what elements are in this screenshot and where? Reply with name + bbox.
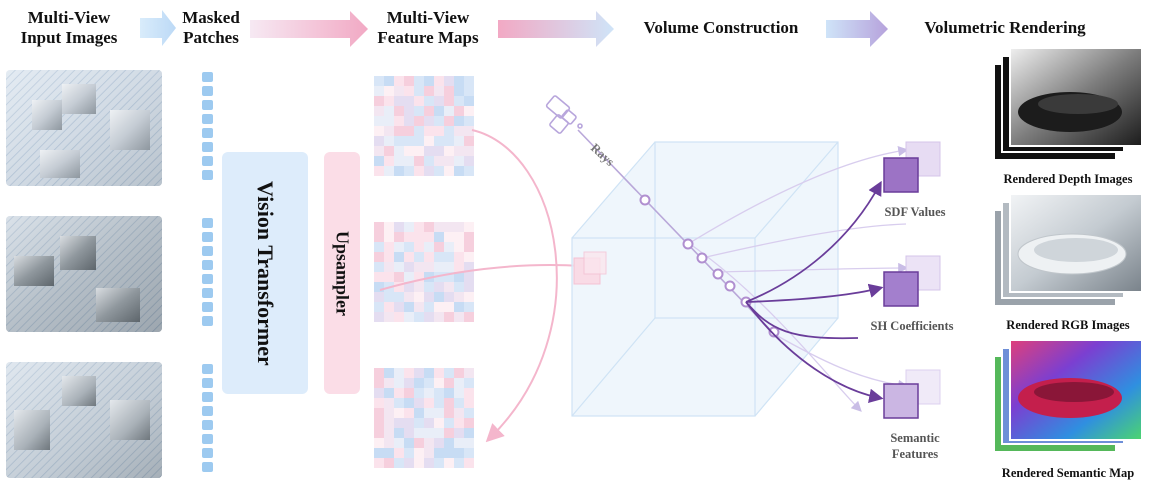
feature-maps — [374, 76, 474, 468]
feature-arrow-top — [471, 129, 558, 443]
volume-cube — [571, 141, 839, 417]
semantic-caption: Rendered Semantic Map — [1001, 466, 1135, 480]
output-arrows — [745, 180, 884, 403]
upsampler-block: Upsampler — [324, 152, 360, 394]
feature-map-3 — [374, 368, 474, 468]
patch-column-2 — [202, 218, 213, 326]
rgb-stack — [993, 193, 1143, 307]
input-image-2 — [6, 216, 162, 332]
feature-map-2 — [374, 222, 474, 322]
header-volume: Volume Construction — [643, 18, 799, 37]
semantic-stack — [993, 339, 1143, 453]
semantic-features-label: Semantic Features — [890, 431, 940, 461]
vision-transformer-block: Vision Transformer — [222, 152, 308, 394]
header-input: Multi-View Input Images — [20, 8, 118, 47]
camera-icon — [545, 95, 583, 134]
patch-column-1 — [202, 72, 213, 180]
upsampler-label: Upsampler — [332, 230, 353, 316]
input-image-3 — [6, 362, 162, 478]
sdf-values-label: SDF Values — [884, 205, 946, 219]
light-rays — [687, 146, 909, 412]
semantic-cube — [883, 369, 941, 419]
depth-caption: Rendered Depth Images — [1003, 172, 1133, 186]
feature-arrow-mid — [379, 264, 583, 291]
input-image-1 — [6, 70, 162, 186]
sdf-cube — [883, 141, 941, 193]
header-arrow-4 — [826, 11, 888, 47]
depth-stack — [993, 47, 1143, 161]
header-arrow-1 — [140, 10, 176, 46]
feature-map-1 — [374, 76, 474, 176]
vision-transformer-label: Vision Transformer — [253, 180, 278, 366]
patch-column-3 — [202, 364, 213, 472]
header-rendering: Volumetric Rendering — [924, 18, 1086, 37]
header-arrow-3 — [498, 11, 614, 47]
sh-coefficients-label: SH Coefficients — [870, 319, 954, 333]
header-patches: Masked Patches — [182, 8, 240, 47]
header-features: Multi-View Feature Maps — [377, 8, 479, 47]
sh-cube — [883, 255, 941, 307]
voxel-sample — [573, 251, 607, 285]
rgb-caption: Rendered RGB Images — [1006, 318, 1130, 332]
header-arrows — [140, 10, 888, 47]
header-arrow-2 — [250, 11, 368, 47]
